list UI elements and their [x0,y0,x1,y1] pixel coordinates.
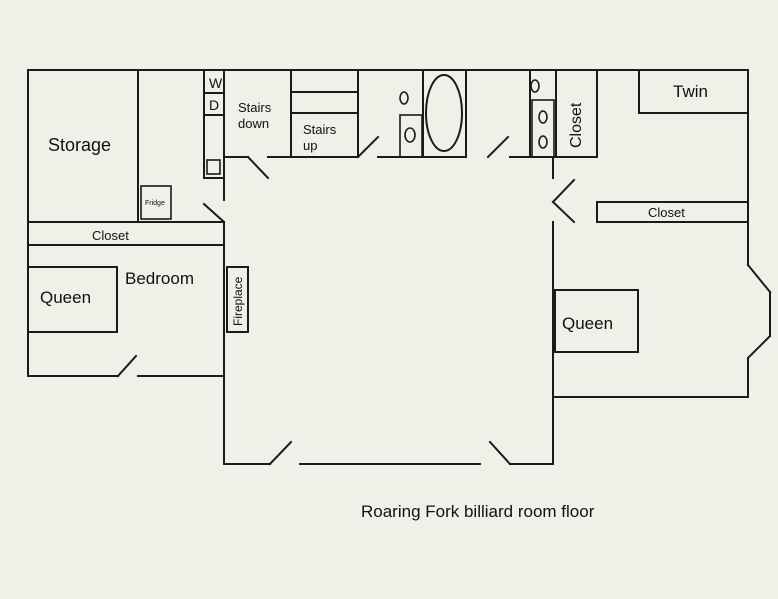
walls [27,69,772,466]
twin-label: Twin [673,82,708,101]
stairs-down-label-line2: down [238,116,269,131]
dryer-label: D [209,97,219,113]
storage-label: Storage [48,135,111,155]
fridge-label: Fridge [145,200,165,207]
queen-right-label: Queen [562,314,613,333]
fireplace-label: Fireplace [231,276,245,326]
washer-label: W [209,75,223,91]
bathtub [425,74,463,152]
closet-left-label: Closet [92,228,129,243]
stairs-down-label-line1: Stairs [238,100,272,115]
furniture [27,74,639,353]
toilet-left [399,91,409,105]
stairs-up-label-line1: Stairs [303,122,337,137]
closet-right-label: Closet [648,205,685,220]
closet-vertical-label: Closet [568,102,585,148]
floor-caption: Roaring Fork billiard room floor [361,502,595,521]
sink-bowl-right-top [538,110,548,124]
sink-right [531,99,555,158]
queen-left-label: Queen [40,288,91,307]
queen-bed-right [554,289,639,353]
sink-left [399,114,423,158]
stairs-up-label-line2: up [303,138,317,153]
bedroom-label: Bedroom [125,269,194,288]
sink-bowl-right-bottom [538,135,548,149]
queen-bed-left [27,266,118,333]
sink-bowl-left [404,127,416,143]
fridge-box [140,185,172,220]
fireplace-box [226,266,249,333]
toilet-right [530,79,540,93]
